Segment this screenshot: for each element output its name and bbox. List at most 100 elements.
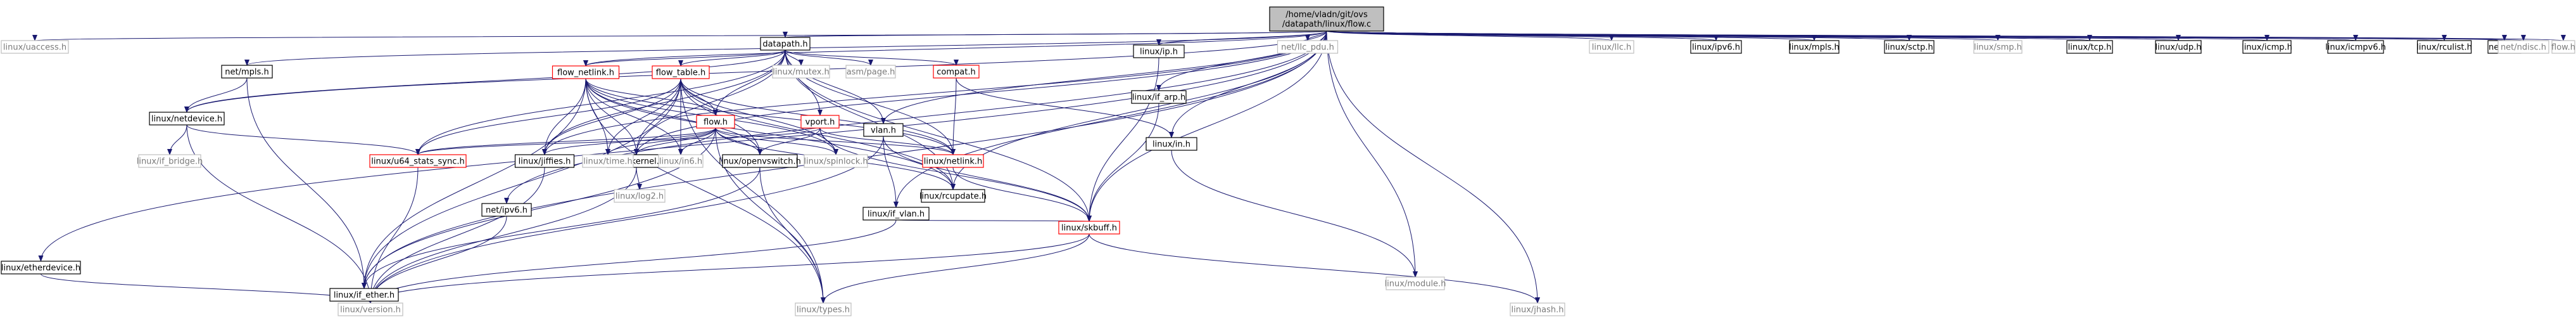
- node-net_mpls[interactable]: net/mpls.h: [221, 65, 273, 79]
- node-spinlock[interactable]: linux/spinlock.h: [804, 154, 868, 168]
- edge-if_arp-to-skbuff: [1087, 103, 1159, 222]
- node-mpls[interactable]: linux/mpls.h: [1789, 40, 1840, 54]
- node-llc[interactable]: linux/llc.h: [1589, 40, 1634, 54]
- node-box-icmp: [2242, 40, 2292, 54]
- edge-root-to-flow_netlink: [583, 30, 1327, 67]
- node-ndisc[interactable]: net/ndisc.h: [2497, 40, 2549, 54]
- edge-flow_netlink-to-netlink: [585, 78, 956, 155]
- node-label-smp-0: linux/smp.h: [1974, 43, 2022, 53]
- node-smp[interactable]: linux/smp.h: [1973, 40, 2023, 54]
- node-flow_netlink[interactable]: flow_netlink.h: [552, 65, 620, 79]
- node-netdevice[interactable]: linux/netdevice.h: [149, 112, 225, 126]
- edge-flow_table-to-flow_h: [680, 78, 718, 116]
- node-u64_stats_sync[interactable]: linux/u64_stats_sync.h: [369, 154, 467, 168]
- node-sctp[interactable]: linux/sctp.h: [1884, 40, 1935, 54]
- node-jiffies[interactable]: linux/jiffies.h: [514, 154, 575, 168]
- node-vport[interactable]: vport.h: [800, 115, 840, 129]
- node-udp[interactable]: linux/udp.h: [2155, 40, 2202, 54]
- node-asm_page[interactable]: asm/page.h: [845, 65, 896, 79]
- edge-datapath-to-vlan: [785, 49, 886, 124]
- node-box-mutex: [772, 65, 830, 79]
- node-label-ip-0: linux/ip.h: [1140, 48, 1178, 57]
- edge-netlink-to-skbuff: [952, 167, 1092, 222]
- node-flow_table[interactable]: flow_table.h: [652, 65, 710, 79]
- node-if_arp[interactable]: linux/if_arp.h: [1131, 90, 1187, 104]
- node-net_ipv6[interactable]: net/ipv6.h: [481, 203, 532, 217]
- node-mutex[interactable]: linux/mutex.h: [772, 65, 830, 79]
- node-box-ip: [1133, 44, 1185, 58]
- node-box-flow_netlink: [552, 65, 620, 79]
- edge-root-to-net_ipv6: [504, 30, 1327, 204]
- node-box-root: [1269, 6, 1384, 32]
- node-label-skbuff-0: linux/skbuff.h: [1061, 224, 1117, 233]
- node-datapath[interactable]: datapath.h: [760, 37, 811, 51]
- edge-flow_netlink-to-rcupdate: [585, 78, 956, 190]
- node-box-rculist: [2416, 40, 2472, 54]
- node-ip[interactable]: linux/ip.h: [1133, 44, 1185, 58]
- node-icmp[interactable]: linux/icmp.h: [2242, 40, 2292, 54]
- node-time[interactable]: linux/time.h: [582, 154, 634, 168]
- node-openvswitch[interactable]: linux/openvswitch.h: [719, 154, 801, 168]
- node-box-netdevice: [149, 112, 225, 126]
- node-etherdevice[interactable]: linux/etherdevice.h: [1, 261, 81, 275]
- node-version[interactable]: linux/version.h: [338, 302, 403, 316]
- node-label-icmp-0: linux/icmp.h: [2242, 43, 2292, 53]
- node-box-etherdevice: [1, 261, 81, 275]
- node-log2[interactable]: linux/log2.h: [614, 189, 666, 203]
- edge-datapath-to-mutex: [785, 49, 804, 66]
- node-jhash[interactable]: linux/jhash.h: [1510, 302, 1565, 316]
- node-box-in: [1146, 137, 1197, 151]
- node-box-flow: [2551, 40, 2575, 54]
- edge-jiffies-to-version: [368, 167, 545, 304]
- edge-kernel-to-version: [368, 167, 637, 304]
- node-if_ether[interactable]: linux/if_ether.h: [329, 288, 399, 302]
- node-if_vlan[interactable]: linux/if_vlan.h: [862, 207, 930, 221]
- edge-net_mpls-to-if_ether: [246, 77, 367, 289]
- node-types[interactable]: linux/types.h: [795, 302, 852, 316]
- edge-datapath-to-flow_table: [678, 49, 786, 67]
- node-ipv6[interactable]: linux/ipv6.h: [1690, 40, 1742, 54]
- edge-root-to-jhash: [1326, 30, 1540, 304]
- node-box-log2: [614, 189, 666, 203]
- node-rcupdate[interactable]: linux/rcupdate.h: [919, 189, 987, 203]
- node-vlan[interactable]: vlan.h: [863, 123, 904, 137]
- node-net_llc_pdu[interactable]: net/llc_pdu.h: [1277, 40, 1339, 54]
- node-if_bridge[interactable]: linux/if_bridge.h: [137, 154, 203, 168]
- edge-root-to-etherdevice: [38, 30, 1327, 262]
- node-box-udp: [2155, 40, 2202, 54]
- node-box-rcupdate: [921, 189, 985, 203]
- node-label-udp-0: linux/udp.h: [2156, 43, 2202, 53]
- edge-root-to-skbuff: [1087, 30, 1327, 222]
- node-tcp[interactable]: linux/tcp.h: [2066, 40, 2113, 54]
- edge-datapath-to-netdevice: [184, 49, 786, 113]
- node-label-ndisc-0: net/ndisc.h: [2501, 43, 2546, 53]
- node-label-vlan-0: vlan.h: [871, 126, 896, 136]
- edge-flow_h-to-openvswitch: [715, 127, 762, 155]
- node-flow[interactable]: flow.h: [2551, 40, 2575, 54]
- node-in[interactable]: linux/in.h: [1146, 137, 1197, 151]
- node-skbuff[interactable]: linux/skbuff.h: [1058, 221, 1120, 235]
- node-root[interactable]: /home/vladn/git/ovs/datapath/linux/flow.…: [1269, 6, 1384, 32]
- node-box-uaccess: [1, 40, 69, 54]
- node-box-net_ipv6: [481, 203, 532, 217]
- node-box-module: [1386, 276, 1445, 290]
- node-label-rcupdate-0: linux/rcupdate.h: [919, 192, 987, 202]
- node-module[interactable]: linux/module.h: [1385, 276, 1446, 290]
- node-box-u64_stats_sync: [369, 154, 467, 168]
- node-label-module-0: linux/module.h: [1385, 280, 1446, 289]
- node-box-types: [795, 302, 852, 316]
- edge-flow_h-to-in6: [678, 127, 716, 155]
- node-rculist[interactable]: linux/rculist.h: [2416, 40, 2472, 54]
- node-box-netlink: [922, 154, 984, 168]
- node-box-sctp: [1884, 40, 1935, 54]
- node-uaccess[interactable]: linux/uaccess.h: [1, 40, 69, 54]
- node-box-jhash: [1510, 302, 1565, 316]
- node-icmpv6[interactable]: linux/icmpv6.h: [2325, 40, 2386, 54]
- edge-root-to-if_vlan: [893, 30, 1327, 208]
- node-label-mpls-0: linux/mpls.h: [1789, 43, 1839, 53]
- node-netlink[interactable]: linux/netlink.h: [922, 154, 984, 168]
- edge-flow_h-to-types: [715, 127, 826, 304]
- node-compat[interactable]: compat.h: [933, 65, 980, 79]
- node-flow_h[interactable]: flow.h: [696, 115, 735, 129]
- node-in6[interactable]: linux/in6.h: [658, 154, 704, 168]
